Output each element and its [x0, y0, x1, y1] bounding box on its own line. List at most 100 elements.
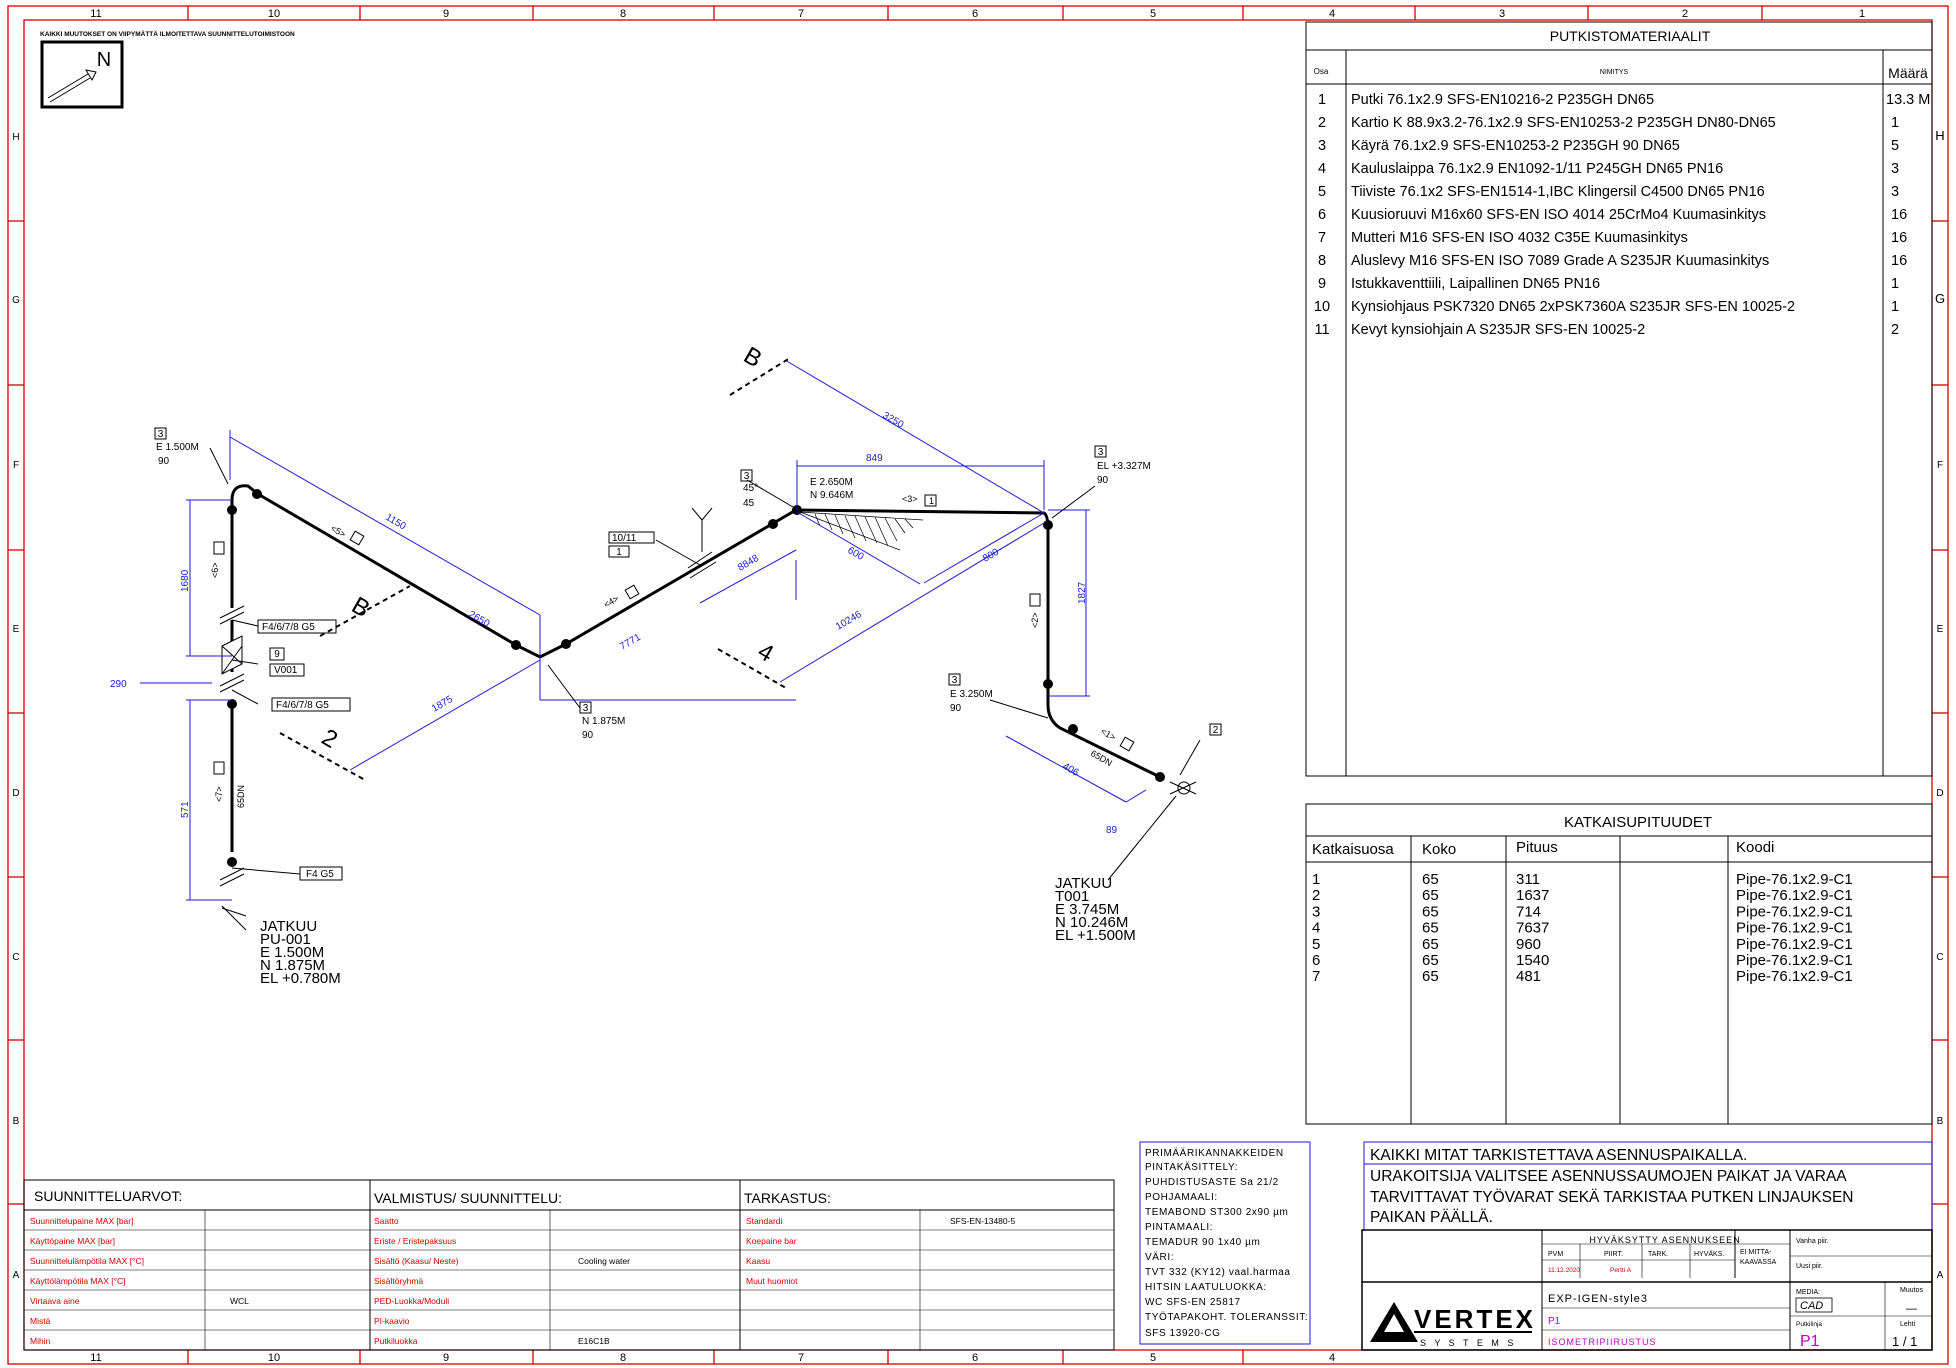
design-label: Saatto: [374, 1216, 399, 1226]
surface-treatment-notes: PRIMÄÄRIKANNAKKEIDEN PINTAKÄSITTELY: PUH…: [1139, 1141, 1311, 1345]
design-values-table: SUUNNITTELUARVOT: VALMISTUS/ SUUNNITTELU…: [23, 1179, 1115, 1351]
cut-cell: 65: [1422, 903, 1439, 920]
section-label: B: [739, 342, 766, 373]
cut-cell: 65: [1422, 887, 1439, 904]
dim-text: 7771: [618, 632, 643, 653]
col-ref: 7: [798, 1352, 804, 1364]
elevation-texts: E 1.500M 90 E 2.650M N 9.646M 45° 45 EL …: [156, 442, 1151, 741]
note-line: TEMADUR 90 1x40 µm: [1145, 1237, 1260, 1248]
mat-osa: 1: [1318, 92, 1326, 108]
jatkuu-line: JATKUU: [1055, 875, 1112, 892]
row-ref: H: [12, 132, 19, 143]
elev-text: 45°: [743, 483, 758, 494]
elev-text: N 9.646M: [810, 490, 853, 501]
col-ref: 2: [1682, 8, 1688, 20]
col-header: Määrä: [1888, 65, 1928, 81]
elev-text: E 3.250M: [950, 689, 993, 700]
cut-header: Koodi: [1736, 839, 1774, 856]
mat-osa: 9: [1318, 276, 1326, 292]
mat-maara: 16: [1891, 253, 1907, 269]
design-value: WCL: [230, 1296, 249, 1306]
cut-header: Koko: [1422, 841, 1456, 858]
putkilinja-value: P1: [1800, 1333, 1820, 1350]
segment-labels: <5> <4> <3> 1 <6> <7> 65DN <2> <1> 65DN: [210, 494, 1135, 808]
col-ref: 4: [1329, 1352, 1335, 1364]
cut-cell: 7: [1312, 968, 1320, 985]
mat-osa: 10: [1314, 299, 1330, 315]
lehti-label: Lehti: [1900, 1321, 1916, 1328]
mat-nimitys: Kevyt kynsiohjain A S235JR SFS-EN 10025-…: [1351, 322, 1645, 338]
col-ref: 10: [268, 8, 280, 20]
design-label: Sisältöryhmä: [374, 1276, 423, 1286]
cut-cell: Pipe-76.1x2.9-C1: [1736, 920, 1853, 937]
lehti-value: 1 / 1: [1892, 1334, 1917, 1349]
line-name: P1: [1548, 1316, 1561, 1327]
cut-cell: 5: [1312, 936, 1320, 953]
mat-osa: 5: [1318, 184, 1326, 200]
note-line: PRIMÄÄRIKANNAKKEIDEN: [1145, 1147, 1284, 1159]
dim-text: 1680: [180, 569, 191, 592]
dim-text: 800: [981, 547, 1001, 565]
logo-main: VERTEX: [1414, 1304, 1536, 1334]
design-label: PI-kaavio: [374, 1316, 410, 1326]
weld-points: [227, 489, 1165, 867]
approval-col: PIIRT.: [1604, 1251, 1623, 1258]
row-ref: F: [1937, 460, 1943, 471]
col-ref: 8: [620, 1352, 626, 1364]
tag-label: 3: [158, 429, 164, 440]
elev-text: E 2.650M: [810, 477, 853, 488]
col-header: NIMITYS: [1600, 69, 1629, 76]
mat-maara: 1: [1891, 299, 1899, 315]
leader-lines: [209, 447, 1201, 931]
col-ref: 9: [443, 1352, 449, 1364]
tag-label: F4/6/7/8 G5: [276, 700, 329, 711]
grid-refs: 11 10 9 8 7 6 5 4 3 2 1 11 10 9 8 7 6 5 …: [12, 8, 1945, 1364]
tag-label: 1: [616, 547, 622, 558]
jatkuu-right: JATKUU T001 E 3.745M N 10.246M EL +1.500…: [1055, 875, 1136, 944]
elev-text: 90: [1097, 475, 1109, 486]
cut-cell: 714: [1516, 903, 1541, 920]
dim-text: 89: [1106, 825, 1118, 836]
seg-label: 1: [929, 496, 934, 506]
elev-text: 90: [158, 456, 170, 467]
cut-header: Pituus: [1516, 839, 1558, 856]
note-line: VÄRI:: [1145, 1251, 1174, 1263]
row-ref: E: [1937, 624, 1944, 635]
jatkuu-line: JATKUU: [260, 918, 317, 935]
dim-text: 406: [1061, 761, 1081, 779]
project-name: EXP-IGEN-style3: [1548, 1293, 1648, 1305]
jatkuu-line: PU-001: [260, 931, 311, 948]
materials-title: PUTKISTOMATERIAALIT: [1550, 28, 1711, 44]
remark-line: KAIKKI MITAT TARKISTETTAVA ASENNUSPAIKAL…: [1370, 1147, 1747, 1164]
note-line: TEMABOND ST300 2x90 µm: [1145, 1207, 1288, 1218]
jatkuu-left: JATKUU PU-001 E 1.500M N 1.875M EL +0.78…: [260, 918, 341, 987]
row-ref: H: [1935, 128, 1944, 143]
note-line: PUHDISTUSASTE Sa 21/2: [1145, 1177, 1279, 1188]
mat-maara: 5: [1891, 138, 1899, 154]
design-label: Kaasu: [746, 1256, 770, 1266]
cut-cell: Pipe-76.1x2.9-C1: [1736, 952, 1853, 969]
row-ref: F: [13, 460, 19, 471]
design-label: Eriste / Eristepaksuus: [374, 1236, 456, 1246]
col-ref: 7: [798, 8, 804, 20]
design-label: Sisältö (Kaasu/ Neste): [374, 1256, 459, 1266]
row-ref: B: [1937, 1116, 1944, 1127]
design-label: Mihin: [30, 1336, 51, 1346]
elev-text: E 1.500M: [156, 442, 199, 453]
tag-label: 10/11: [612, 533, 637, 544]
materials-table: PUTKISTOMATERIAALIT Osa NIMITYS Määrä 1 …: [1305, 21, 1933, 777]
row-ref: A: [13, 1270, 20, 1281]
design-label: Suunnittelupaine MAX [bar]: [30, 1216, 133, 1226]
cut-cell: Pipe-76.1x2.9-C1: [1736, 903, 1853, 920]
row-ref: G: [12, 295, 20, 306]
mat-nimitys: Istukkaventtiili, Laipallinen DN65 PN16: [1351, 276, 1600, 292]
mat-osa: 7: [1318, 230, 1326, 246]
approval-col: TARK.: [1648, 1251, 1668, 1258]
mat-nimitys: Kuusioruuvi M16x60 SFS-EN ISO 4014 25CrM…: [1351, 207, 1766, 223]
seg-label: <4>: [602, 593, 620, 609]
cut-cell: Pipe-76.1x2.9-C1: [1736, 936, 1853, 953]
dim-text: 1150: [384, 512, 409, 532]
design-label: Standardi: [746, 1216, 782, 1226]
cut-cell: 65: [1422, 920, 1439, 937]
